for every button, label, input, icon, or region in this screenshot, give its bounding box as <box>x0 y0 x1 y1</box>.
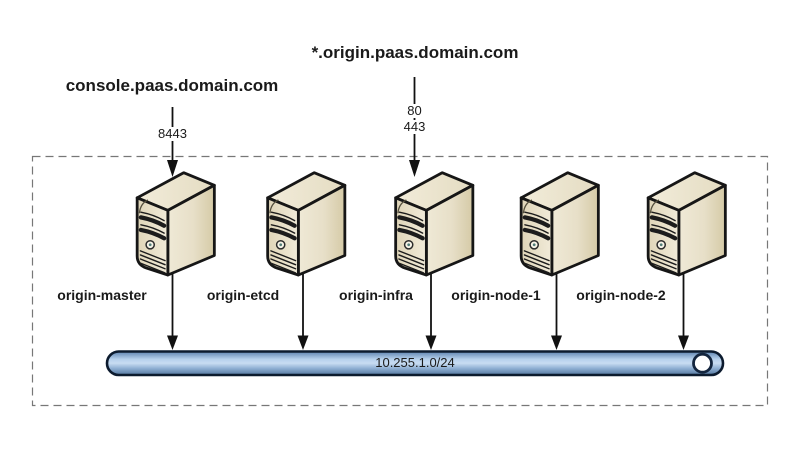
connector-arrow-origin-etcd <box>297 268 309 350</box>
ingress-arrow-console <box>167 107 178 177</box>
port-label-80: 80 <box>404 103 425 119</box>
bar-end-opening-icon <box>692 352 713 374</box>
network-segment-bar <box>105 350 725 377</box>
server-label-origin-node-2: origin-node-2 <box>576 287 666 303</box>
cluster-dashed-boundary <box>31 155 769 407</box>
connector-arrow-origin-master <box>167 268 178 350</box>
server-icon-origin-node-2 <box>648 173 725 275</box>
connector-arrow-origin-node-2 <box>678 268 689 350</box>
server-label-origin-infra: origin-infra <box>339 287 413 303</box>
port-label-8443: 8443 <box>155 126 190 142</box>
network-cidr-label: 10.255.1.0/24 <box>375 355 455 370</box>
port-label-443: 443 <box>400 119 429 135</box>
server-label-origin-node-1: origin-node-1 <box>451 287 541 303</box>
server-icon-origin-etcd <box>268 173 345 275</box>
endpoint-domain-wildcard: *.origin.paas.domain.com <box>311 43 519 62</box>
ingress-arrow-wildcard <box>409 77 420 177</box>
connector-arrow-origin-infra <box>425 268 437 350</box>
connector-arrow-origin-node-1 <box>551 268 562 350</box>
server-label-origin-master: origin-master <box>57 287 147 303</box>
server-label-origin-etcd: origin-etcd <box>206 287 280 303</box>
endpoint-domain-console: console.paas.domain.com <box>65 76 279 95</box>
server-icon-origin-infra <box>396 173 473 275</box>
server-icon-origin-master <box>137 173 214 275</box>
server-icon-origin-node-1 <box>521 173 598 275</box>
